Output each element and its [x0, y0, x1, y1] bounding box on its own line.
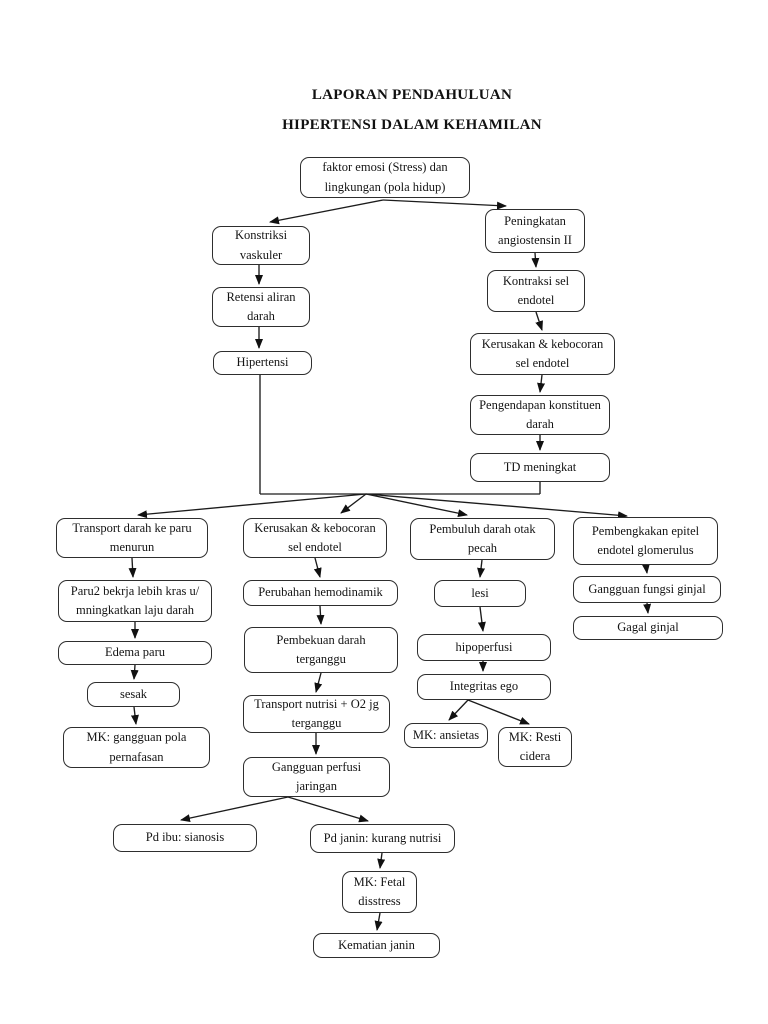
- connector-line: [365, 493, 628, 520]
- connector-line: [531, 252, 540, 268]
- connector-line: [313, 557, 322, 578]
- flowchart-node-hipertensi: Hipertensi: [213, 351, 312, 375]
- connector-line: [180, 796, 289, 823]
- flowchart-node-td-meningkat: TD meningkat: [470, 453, 610, 482]
- page-subtitle: HIPERTENSI DALAM KEHAMILAN: [282, 117, 542, 133]
- flowchart-node-edema-paru: Edema paru: [58, 641, 212, 665]
- connector-line: [467, 699, 530, 725]
- connector-line: [382, 199, 507, 210]
- connector-line: [314, 672, 323, 693]
- flowchart-node-sesak: sesak: [87, 682, 180, 707]
- connector-line: [287, 796, 369, 823]
- flowchart-node-mk-fetal-disstress: MK: Fetal disstress: [342, 871, 417, 913]
- flowchart-node-pd-ibu-sianosis: Pd ibu: sianosis: [113, 824, 257, 852]
- connector-line: [643, 602, 652, 614]
- connector-line: [137, 493, 367, 519]
- flowchart-node-gangguan-fungsi-ginjal: Gangguan fungsi ginjal: [573, 576, 721, 603]
- flowchart-node-pembekuan-darah: Pembekuan darah terganggu: [244, 627, 398, 673]
- flowchart-node-mk-gangguan-pola-pernafasan: MK: gangguan pola pernafasan: [63, 727, 210, 768]
- connector-line: [365, 493, 468, 518]
- connector-line: [641, 563, 650, 574]
- flowchart-node-paru2-bekerja: Paru2 bekrja lebih kras u/ mningkatkan l…: [58, 580, 212, 622]
- flowchart-node-kerusakan-kebocoran-endotel-1: Kerusakan & kebocoran sel endotel: [470, 333, 615, 375]
- connector-line: [128, 557, 137, 578]
- flowchart-node-pengendapan-konstituen: Pengendapan konstituen darah: [470, 395, 610, 435]
- connector-line: [374, 912, 383, 931]
- flowchart-node-pembengkakan-epitel: Pembengkakan epitel endotel glomerulus: [573, 517, 718, 565]
- flowchart-node-kematian-janin: Kematian janin: [313, 933, 440, 958]
- flowchart-node-pd-janin-kurang-nutrisi: Pd janin: kurang nutrisi: [310, 824, 455, 853]
- connector-line: [477, 606, 486, 632]
- flowchart-node-mk-ansietas: MK: ansietas: [404, 723, 488, 748]
- flowchart-node-integritas-ego: Integritas ego: [417, 674, 551, 700]
- connector-line: [316, 605, 325, 625]
- flowchart-node-kerusakan-kebocoran-endotel-2: Kerusakan & kebocoran sel endotel: [243, 518, 387, 558]
- flowchart-node-peningkatan-angiostensin: Peningkatan angiostensin II: [485, 209, 585, 253]
- connector-line: [537, 374, 546, 393]
- flowchart-node-konstriksi-vaskuler: Konstriksi vaskuler: [212, 226, 310, 265]
- connector-line: [269, 199, 384, 225]
- page-title: LAPORAN PENDAHULUAN: [311, 87, 513, 103]
- connector-line: [477, 559, 486, 578]
- flowchart-node-transport-nutrisi: Transport nutrisi + O2 jg terganggu: [243, 695, 390, 733]
- flowchart-node-mk-resti-cidera: MK: Resti cidera: [498, 727, 572, 767]
- flowchart-node-pembuluh-darah-otak: Pembuluh darah otak pecah: [410, 518, 555, 560]
- connector-line: [377, 852, 386, 869]
- flowchart-node-lesi: lesi: [434, 580, 526, 607]
- flowchart-node-gagal-ginjal: Gagal ginjal: [573, 616, 723, 640]
- flowchart-node-faktor-emosi: faktor emosi (Stress) dan lingkungan (po…: [300, 157, 470, 198]
- flowchart-node-transport-darah-paru: Transport darah ke paru menurun: [56, 518, 208, 558]
- flowchart-node-kontraksi-sel-endotel: Kontraksi sel endotel: [487, 270, 585, 312]
- connector-line: [535, 311, 543, 331]
- connector-line: [130, 664, 139, 680]
- connector-line: [130, 706, 139, 725]
- connector-line: [448, 699, 469, 721]
- flowchart-node-hipoperfusi: hipoperfusi: [417, 634, 551, 661]
- connector-line: [340, 493, 367, 514]
- flowchart-node-gangguan-perfusi: Gangguan perfusi jaringan: [243, 757, 390, 797]
- flowchart-node-perubahan-hemodinamik: Perubahan hemodinamik: [243, 580, 398, 606]
- flowchart-node-retensi-aliran-darah: Retensi aliran darah: [212, 287, 310, 327]
